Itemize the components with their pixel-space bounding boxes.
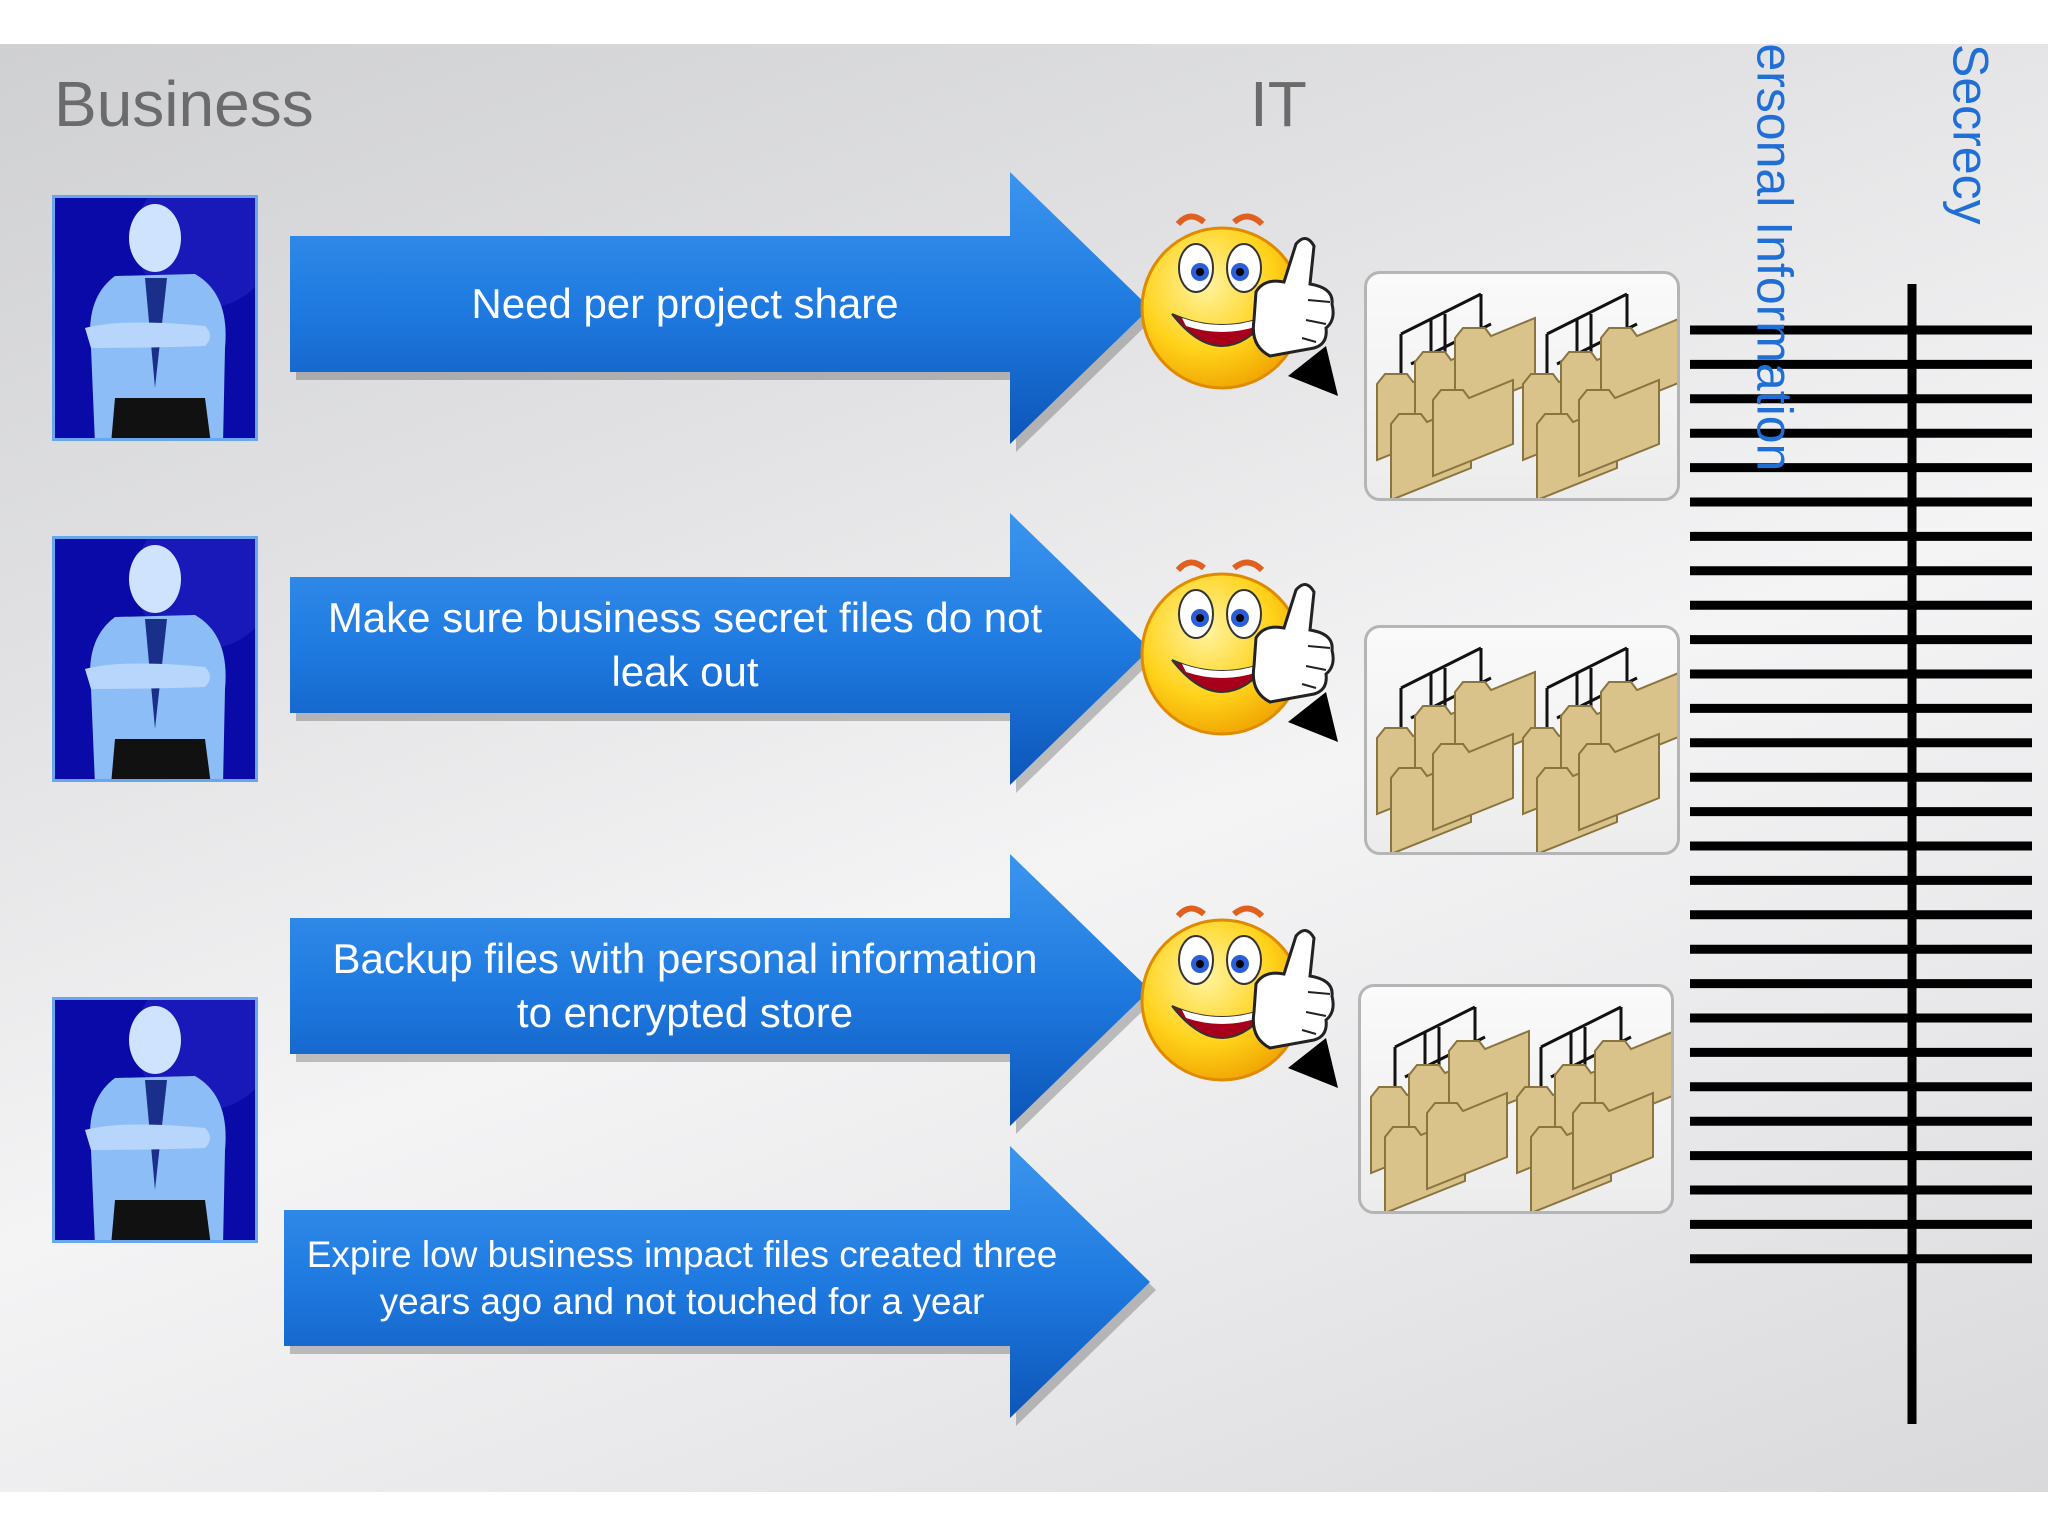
businessman-icon — [52, 997, 258, 1243]
it-heading: IT — [1250, 68, 1307, 140]
businessman-icon — [52, 536, 258, 782]
business-heading: Business — [54, 68, 314, 140]
thumbs-up-smiley-icon — [1138, 888, 1348, 1088]
arrow-label: Make sure business secret files do not l… — [327, 594, 1043, 695]
arrow-label: Need per project share — [471, 280, 899, 328]
thumbs-up-smiley-icon — [1138, 196, 1348, 396]
arrow-expire-low-impact-files: Expire low business impact files created… — [284, 1146, 1156, 1426]
folder-tree-icon — [1364, 625, 1680, 855]
slide: Business IT Need per project share Make … — [0, 44, 2048, 1492]
arrow-need-per-project-share: Need per project share — [290, 172, 1156, 452]
folder-tree-icon — [1364, 271, 1680, 501]
arrow-business-secret-files: Make sure business secret files do not l… — [290, 513, 1156, 793]
secrecy-label: Secrecy — [1942, 44, 1999, 225]
classification-scale — [1690, 284, 2032, 1424]
arrow-label: Backup files with personal information t… — [332, 935, 1038, 1036]
businessman-icon — [52, 195, 258, 441]
personal-information-label: Personal Information — [1746, 44, 1803, 472]
thumbs-up-smiley-icon — [1138, 542, 1348, 742]
arrow-backup-personal-information: Backup files with personal information t… — [290, 854, 1156, 1134]
arrow-label: Expire low business impact files created… — [306, 1233, 1058, 1322]
folder-tree-icon — [1358, 984, 1674, 1214]
